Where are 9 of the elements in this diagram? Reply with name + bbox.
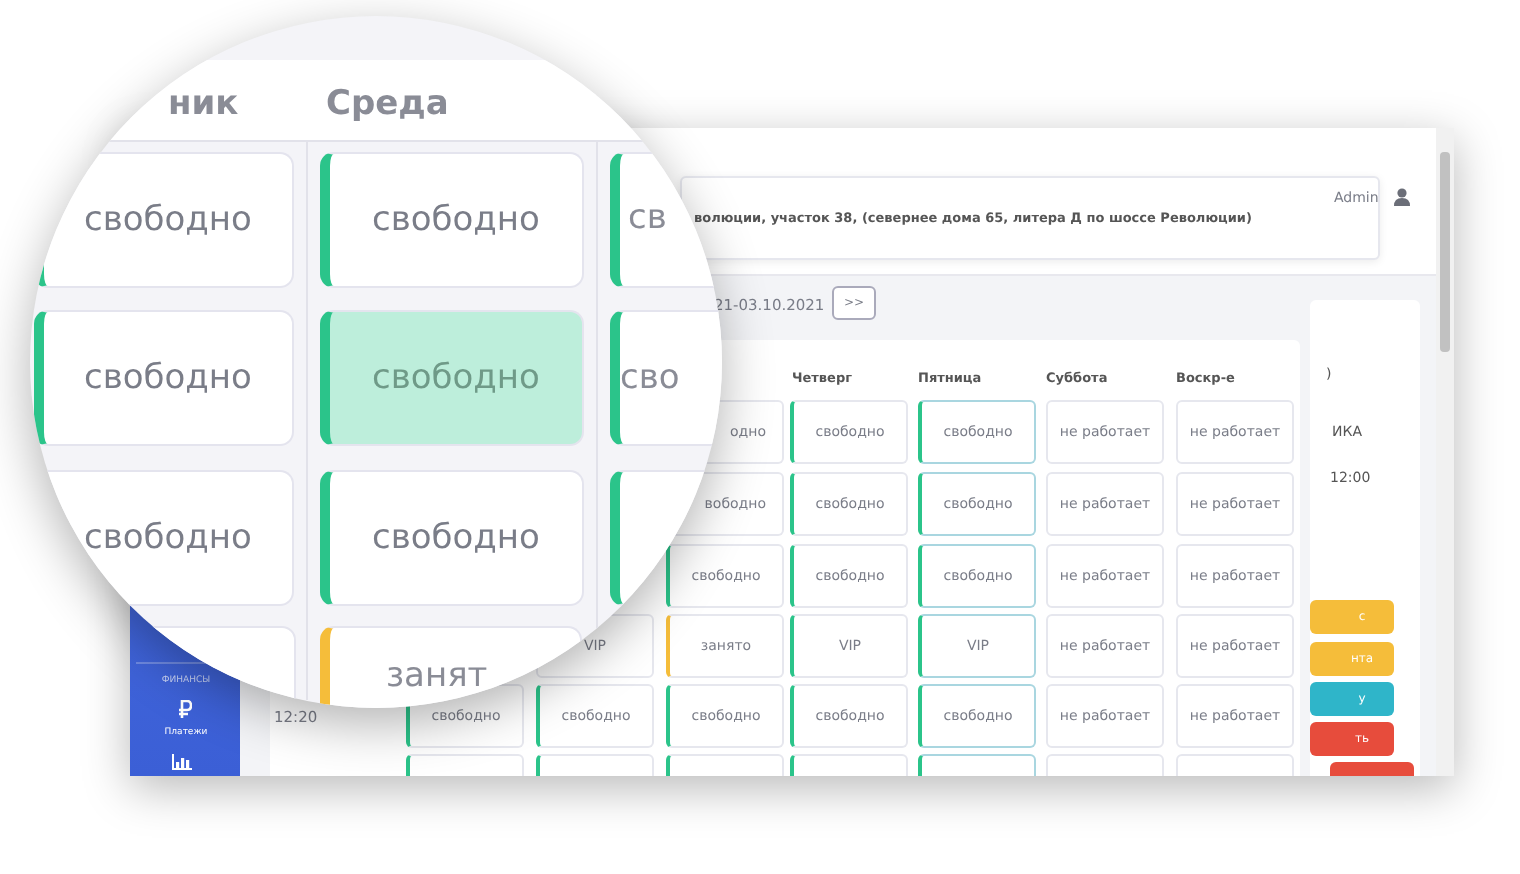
time-slot-card: свободно bbox=[320, 470, 584, 606]
slot-status: св bbox=[628, 196, 669, 240]
time-slot-card: свободно bbox=[320, 310, 584, 446]
time-slot-card: свободно bbox=[34, 310, 294, 446]
slot-status: сво bbox=[620, 356, 682, 400]
column-header: Среда bbox=[326, 82, 451, 128]
time-slot-card: свободно bbox=[34, 152, 294, 288]
column-header: ник bbox=[168, 82, 241, 128]
time-slot-card: свободно bbox=[320, 152, 584, 288]
